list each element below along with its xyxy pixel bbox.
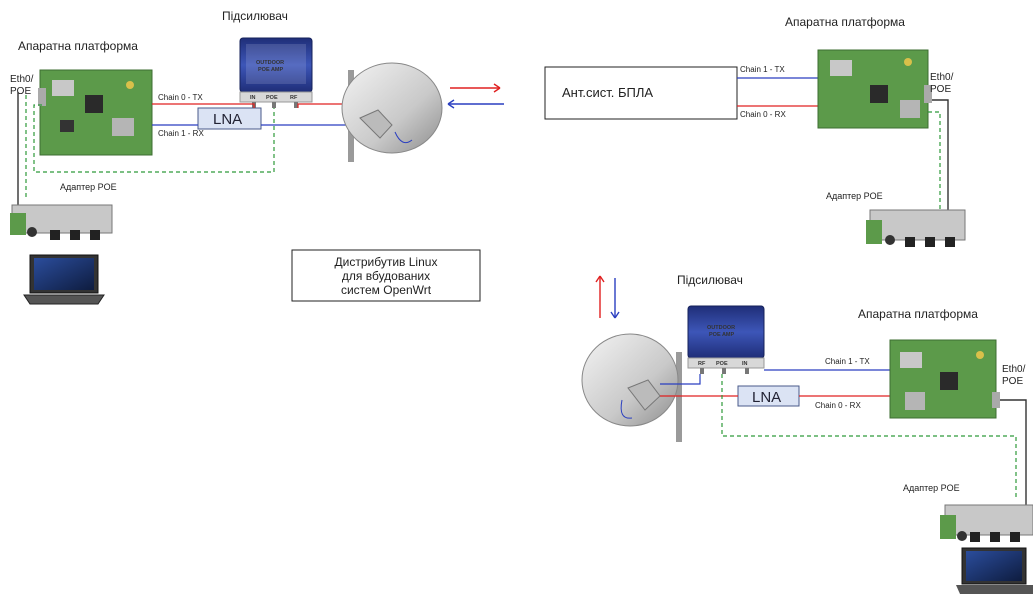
left-tx-line-1 (152, 103, 255, 108)
left-amp-text-1: OUTDOOR (256, 60, 284, 66)
right-bottom-laptop (956, 547, 1033, 594)
uav-antenna-box: Ант.сист. БПЛА (544, 66, 738, 120)
right-bottom-poe-adapter (940, 504, 1033, 542)
right-top-station: Апаратна платформа Ант.сист. БПЛА Chain … (544, 15, 966, 247)
right-top-adapter-label: Адаптер POE (826, 191, 883, 201)
openwrt-note-line-2: для вбудованих (342, 269, 430, 283)
right-bottom-tx-line-2 (660, 374, 701, 385)
right-bottom-amp-port-rf: RF (698, 361, 706, 367)
left-amplifier-device: OUTDOOR POE AMP IN POE RF (239, 37, 313, 108)
right-bottom-poe-dashed (721, 374, 1017, 500)
left-amp-port-poe: POE (266, 95, 278, 101)
openwrt-note-line-1: Дистрибутив Linux (335, 255, 438, 269)
right-bottom-amp-port-poe: POE (716, 361, 728, 367)
right-bottom-lna-label: LNA (752, 389, 781, 406)
right-top-eth-label-2: POE (930, 84, 951, 95)
right-bottom-platform-label: Апаратна платформа (858, 307, 978, 321)
right-top-poe-adapter (866, 209, 966, 247)
uav-antenna-label: Ант.сист. БПЛА (562, 85, 653, 100)
right-top-chain-tx-label: Chain 1 - TX (740, 65, 785, 74)
right-bottom-station: Підсилювач Апаратна платформа OUTDOOR PO… (581, 273, 1033, 594)
right-top-eth-label-1: Eth0/ (930, 72, 954, 83)
left-amp-text-2: POE AMP (258, 67, 283, 73)
right-top-eth-cable (932, 99, 949, 222)
right-top-platform-label: Апаратна платформа (785, 15, 905, 29)
left-poe-dashed-2 (33, 104, 275, 173)
right-bottom-amplifier-label: Підсилювач (677, 273, 743, 287)
left-platform-label: Апаратна платформа (18, 39, 138, 53)
left-chain-tx-label: Chain 0 - TX (158, 93, 203, 102)
left-amp-port-rf: RF (290, 95, 298, 101)
right-bottom-eth-label-1: Eth0/ (1002, 364, 1026, 375)
left-eth-label-2: POE (10, 86, 31, 97)
right-bottom-chain-rx-label: Chain 0 - RX (815, 401, 861, 410)
right-bottom-eth-cable (1000, 399, 1027, 505)
left-amp-port-in: IN (250, 95, 256, 101)
right-top-poe-dashed (928, 111, 941, 210)
right-bottom-dish-antenna (581, 333, 682, 442)
openwrt-note-line-3: систем OpenWrt (341, 283, 432, 297)
right-bottom-lna-box: LNA (737, 385, 800, 407)
left-dish-antenna (341, 62, 443, 162)
radio-link-arrows (447, 83, 620, 319)
openwrt-note-box: Дистрибутив Linux для вбудованих систем … (291, 249, 481, 302)
right-bottom-eth-label-2: POE (1002, 376, 1023, 387)
left-chain-rx-label: Chain 1 - RX (158, 129, 204, 138)
right-bottom-amp-text-1: OUTDOOR (707, 325, 735, 331)
right-bottom-amplifier-device: OUTDOOR POE AMP RF POE IN (687, 305, 765, 374)
right-top-chain-rx-label: Chain 0 - RX (740, 110, 786, 119)
left-adapter-label: Адаптер POE (60, 182, 117, 192)
right-bottom-hardware-board (889, 339, 1000, 419)
right-bottom-chain-tx-label: Chain 1 - TX (825, 357, 870, 366)
left-lna-box: LNA (197, 107, 262, 130)
left-laptop (23, 254, 105, 305)
left-poe-adapter (10, 204, 113, 240)
right-bottom-amp-port-in: IN (742, 361, 748, 367)
left-station: Підсилювач Апаратна платформа Eth0/ POE … (10, 9, 443, 305)
left-eth-label-1: Eth0/ (10, 74, 34, 85)
left-amplifier-label: Підсилювач (222, 9, 288, 23)
left-hardware-board (38, 69, 153, 156)
left-lna-label: LNA (213, 111, 242, 128)
right-bottom-amp-text-2: POE AMP (709, 332, 734, 338)
right-top-hardware-board (817, 49, 932, 129)
right-bottom-adapter-label: Адаптер POE (903, 483, 960, 493)
